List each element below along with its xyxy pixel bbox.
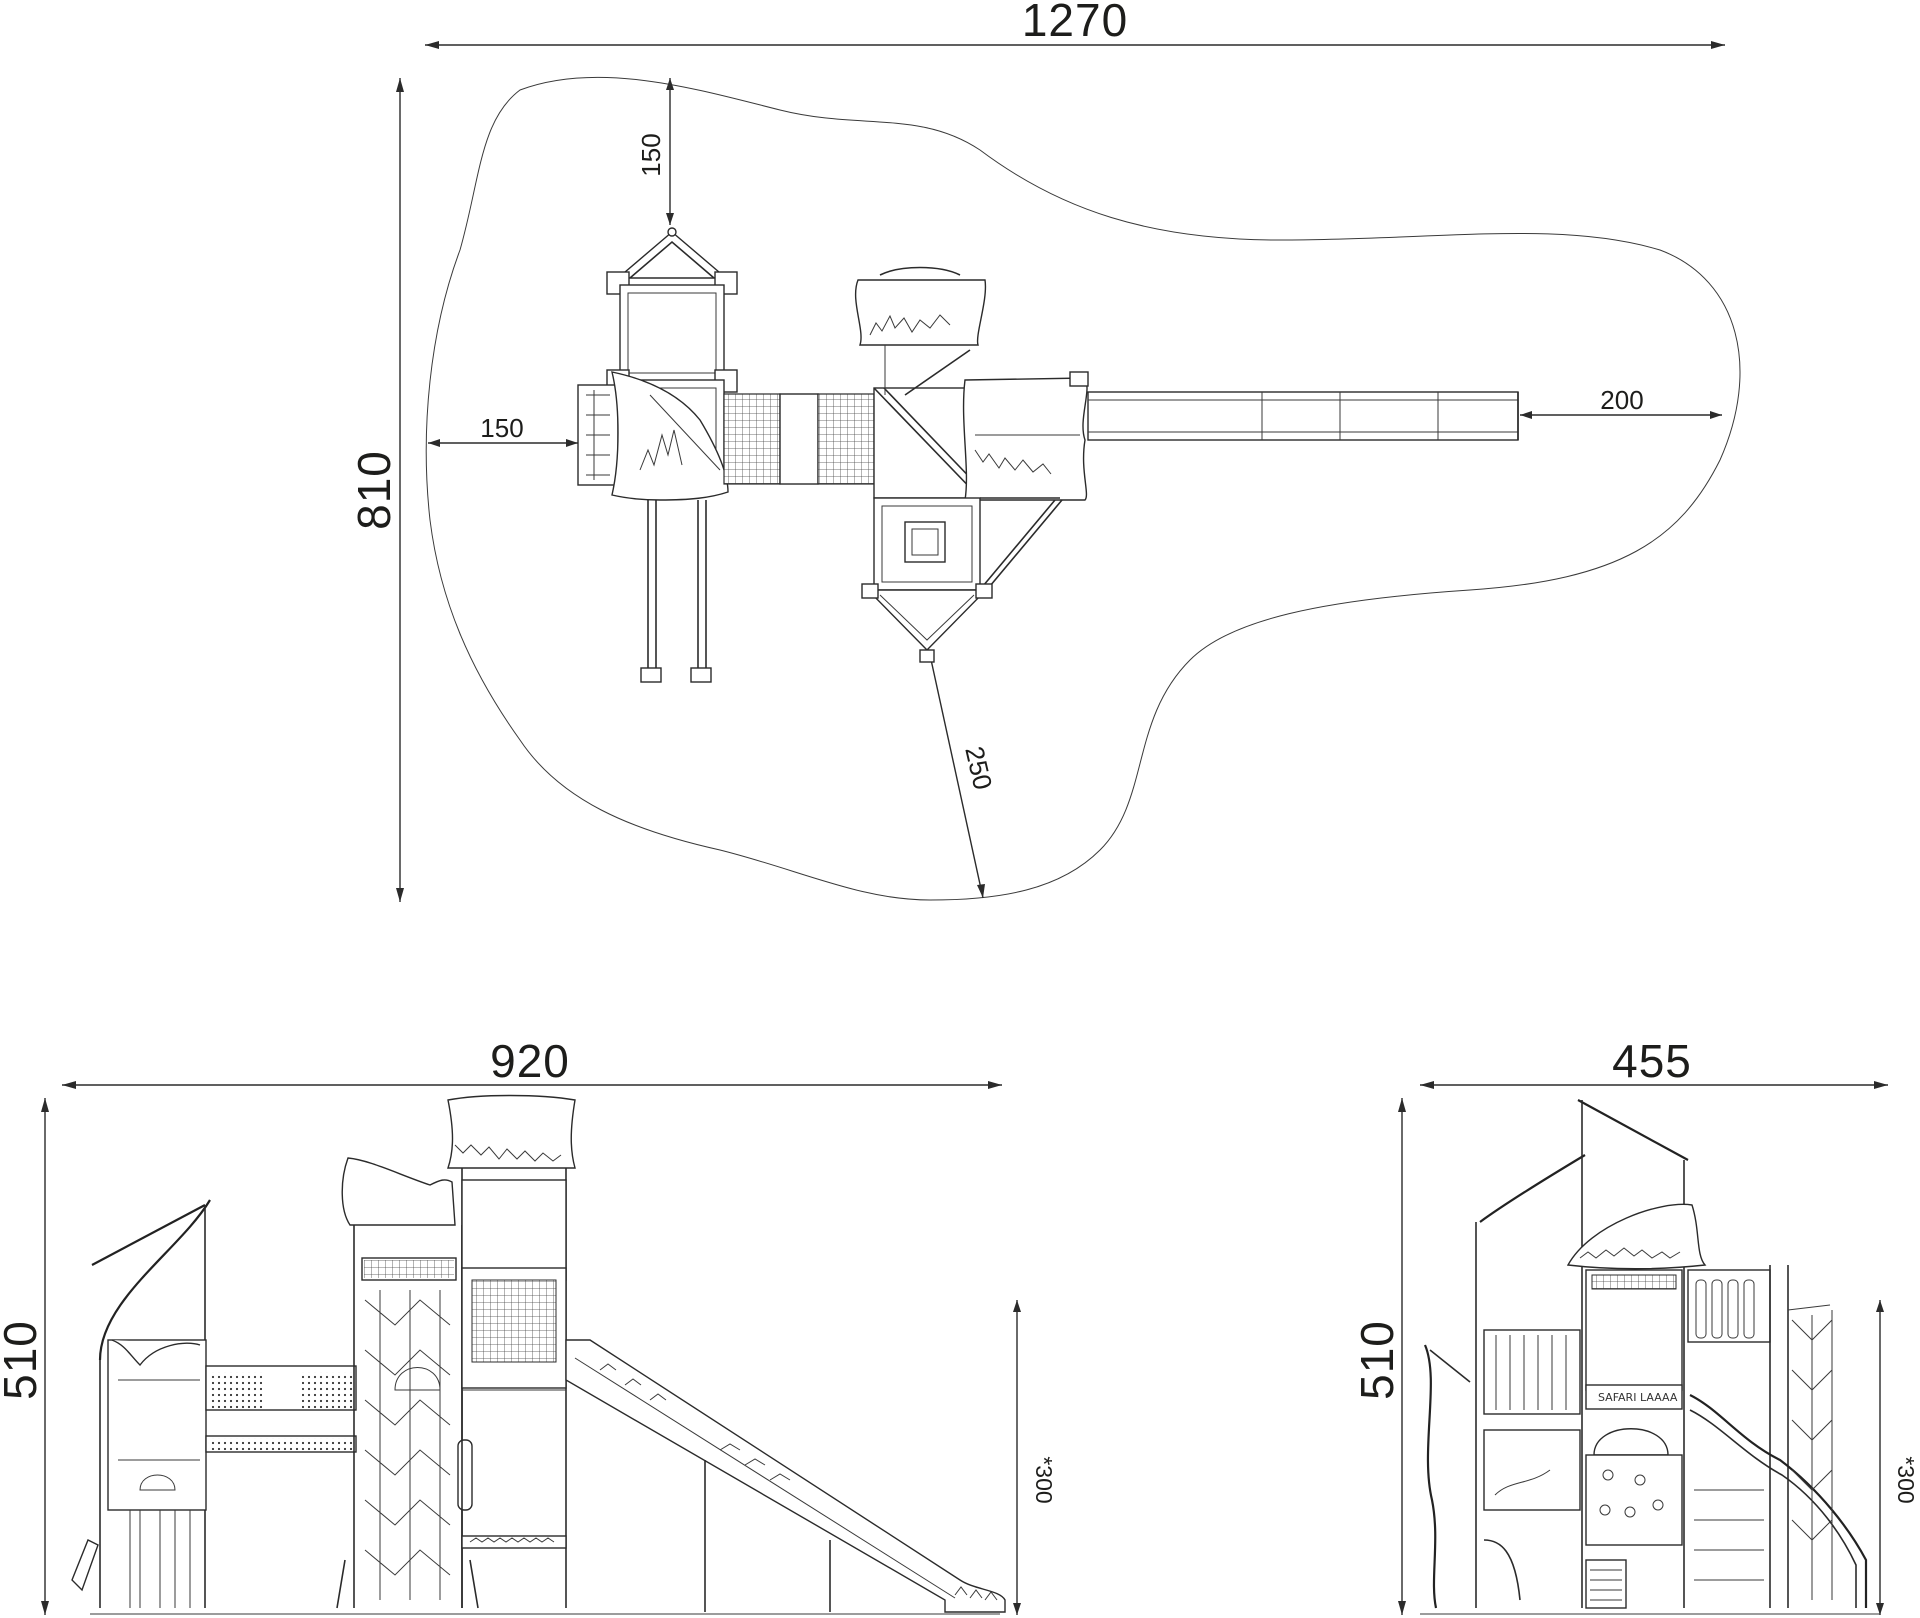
plan-right-clearance: 200 [1600, 385, 1643, 415]
front-view: 920 510 *300 [0, 1035, 1057, 1615]
plan-bottom-clearance: 250 [959, 743, 998, 792]
plan-height-dimension: 810 [348, 450, 400, 530]
plan-left-clearance: 150 [480, 413, 523, 443]
side-view: 455 510 *300 [1351, 1035, 1919, 1615]
plan-width-dimension: 1270 [1022, 0, 1128, 46]
plan-top-clearance: 150 [636, 133, 666, 176]
front-fall-height: *300 [1031, 1456, 1057, 1503]
front-main-tower [336, 1157, 479, 1609]
front-height-dimension: 510 [0, 1320, 46, 1400]
front-left-tower [71, 1199, 211, 1608]
side-width-dimension: 455 [1612, 1035, 1692, 1087]
plan-view: 1270 810 150 150 200 250 [348, 0, 1741, 902]
front-center-tower [447, 1094, 576, 1608]
side-fall-height: *300 [1893, 1456, 1919, 1503]
safety-zone-outline [425, 76, 1741, 901]
front-bridge [205, 1365, 357, 1453]
plan-structure [577, 227, 1519, 683]
front-slide [565, 1339, 1006, 1613]
safari-panel-label-2: LAAAA [1640, 1391, 1678, 1404]
front-width-dimension: 920 [490, 1035, 570, 1087]
safari-panel-label: SAFARI [1598, 1391, 1636, 1404]
side-height-dimension: 510 [1351, 1320, 1403, 1400]
side-structure: SAFARI LAAAA [1423, 1099, 1868, 1609]
